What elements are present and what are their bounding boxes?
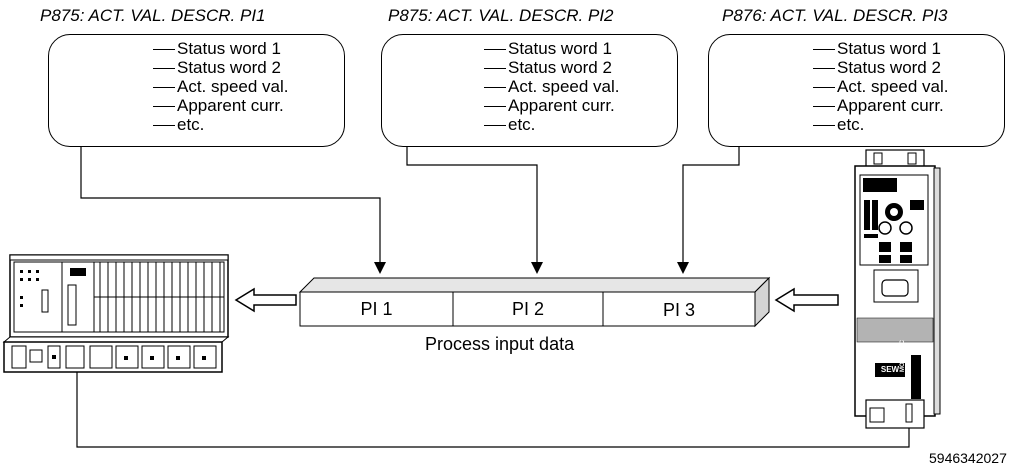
pi3-option: Status word 2 [813, 58, 949, 77]
pi2-option: Apparent curr. [484, 96, 620, 115]
pi1-selector-box: Status word 1 Status word 2 Act. speed v… [48, 34, 345, 147]
pi3-option: Status word 1 [813, 39, 949, 58]
pi1-option: etc. [153, 115, 289, 134]
pi3-selector-box: Status word 1 Status word 2 Act. speed v… [708, 34, 1005, 147]
pi1-cell [299, 291, 454, 327]
pi2-parameter-title: P875: ACT. VAL. DESCR. PI2 [388, 6, 614, 25]
pi3-option-list: Status word 1 Status word 2 Act. speed v… [813, 39, 949, 134]
pi3-option: Apparent curr. [813, 96, 949, 115]
pi2-selector-box: Status word 1 Status word 2 Act. speed v… [381, 34, 678, 147]
pi1-option-list: Status word 1 Status word 2 Act. speed v… [153, 39, 289, 134]
plc-rack [2, 254, 230, 373]
process-data-bar [298, 276, 771, 328]
pi2-cell [452, 291, 604, 327]
pi2-option-list: Status word 1 Status word 2 Act. speed v… [484, 39, 620, 134]
figure-code: 5946342027 [929, 450, 1007, 466]
inverter-brand-logo: SEW [880, 365, 900, 374]
pi3-parameter-title: P876: ACT. VAL. DESCR. PI3 [722, 6, 948, 25]
pi1-option: Status word 1 [153, 39, 289, 58]
pi3-option: Act. speed val. [813, 77, 949, 96]
pi1-option: Act. speed val. [153, 77, 289, 96]
pi2-arrowhead [531, 262, 543, 274]
inverter-device [854, 149, 941, 429]
pi2-option: etc. [484, 115, 620, 134]
pi1-parameter-title: P875: ACT. VAL. DESCR. PI1 [40, 6, 266, 25]
pi3-arrowhead [677, 262, 689, 274]
flow-arrow-left-inverter [774, 287, 839, 313]
inverter-model-label: MOVITRAC [900, 340, 906, 372]
fieldbus-cable [76, 300, 910, 448]
pi1-option: Status word 2 [153, 58, 289, 77]
process-input-data-caption: Process input data [425, 334, 575, 354]
pi1-option: Apparent curr. [153, 96, 289, 115]
pi3-option: etc. [813, 115, 949, 134]
pi3-cell [602, 291, 756, 327]
pi2-option: Act. speed val. [484, 77, 620, 96]
pi1-arrowhead [374, 262, 386, 274]
flow-arrow-left-plc [234, 287, 297, 313]
pi1-label: PI 1 [360, 299, 393, 319]
pi2-option: Status word 2 [484, 58, 620, 77]
pi3-label: PI 3 [662, 300, 696, 320]
pi2-label: PI 2 [511, 299, 545, 319]
pi2-option: Status word 1 [484, 39, 620, 58]
process-bar-top-face [298, 277, 771, 293]
